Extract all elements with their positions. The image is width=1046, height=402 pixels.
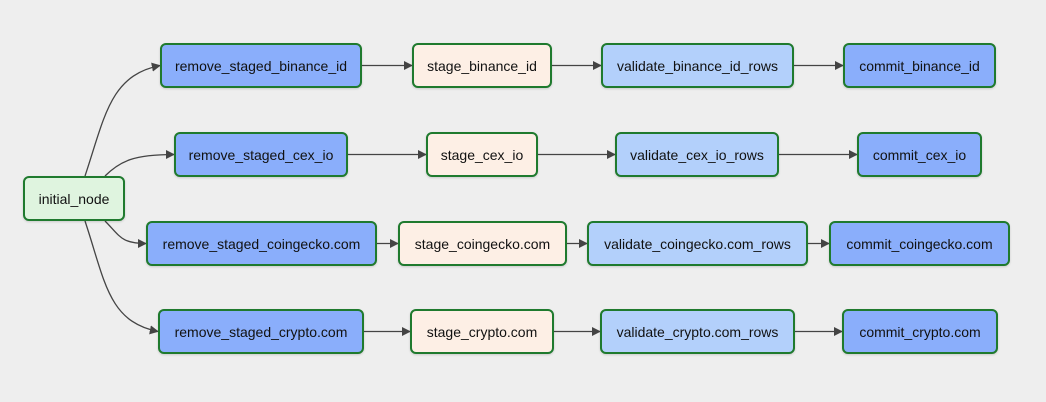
node-validate-cex-io[interactable]: validate_cex_io_rows bbox=[615, 132, 779, 177]
node-stage-binance-id[interactable]: stage_binance_id bbox=[412, 43, 552, 88]
edge-initial-to-row-1 bbox=[104, 149, 175, 177]
node-commit-cex-io[interactable]: commit_cex_io bbox=[857, 132, 982, 177]
node-validate-coingecko[interactable]: validate_coingecko.com_rows bbox=[587, 221, 808, 266]
node-remove-crypto-com[interactable]: remove_staged_crypto.com bbox=[158, 309, 364, 354]
node-validate-crypto-com[interactable]: validate_crypto.com_rows bbox=[600, 309, 795, 354]
node-commit-crypto-com[interactable]: commit_crypto.com bbox=[842, 309, 998, 354]
node-validate-binance-id[interactable]: validate_binance_id_rows bbox=[601, 43, 794, 88]
node-initial[interactable]: initial_node bbox=[23, 176, 125, 221]
node-remove-coingecko[interactable]: remove_staged_coingecko.com bbox=[146, 221, 377, 266]
node-stage-coingecko[interactable]: stage_coingecko.com bbox=[398, 221, 567, 266]
edge-initial-to-row-3 bbox=[84, 220, 159, 335]
node-remove-binance-id[interactable]: remove_staged_binance_id bbox=[160, 43, 362, 88]
edge-initial-to-row-2 bbox=[104, 220, 147, 249]
node-stage-cex-io[interactable]: stage_cex_io bbox=[426, 132, 538, 177]
edge-initial-to-row-0 bbox=[84, 62, 161, 177]
node-commit-coingecko[interactable]: commit_coingecko.com bbox=[829, 221, 1010, 266]
node-stage-crypto-com[interactable]: stage_crypto.com bbox=[410, 309, 554, 354]
node-remove-cex-io[interactable]: remove_staged_cex_io bbox=[174, 132, 348, 177]
node-commit-binance-id[interactable]: commit_binance_id bbox=[843, 43, 996, 88]
